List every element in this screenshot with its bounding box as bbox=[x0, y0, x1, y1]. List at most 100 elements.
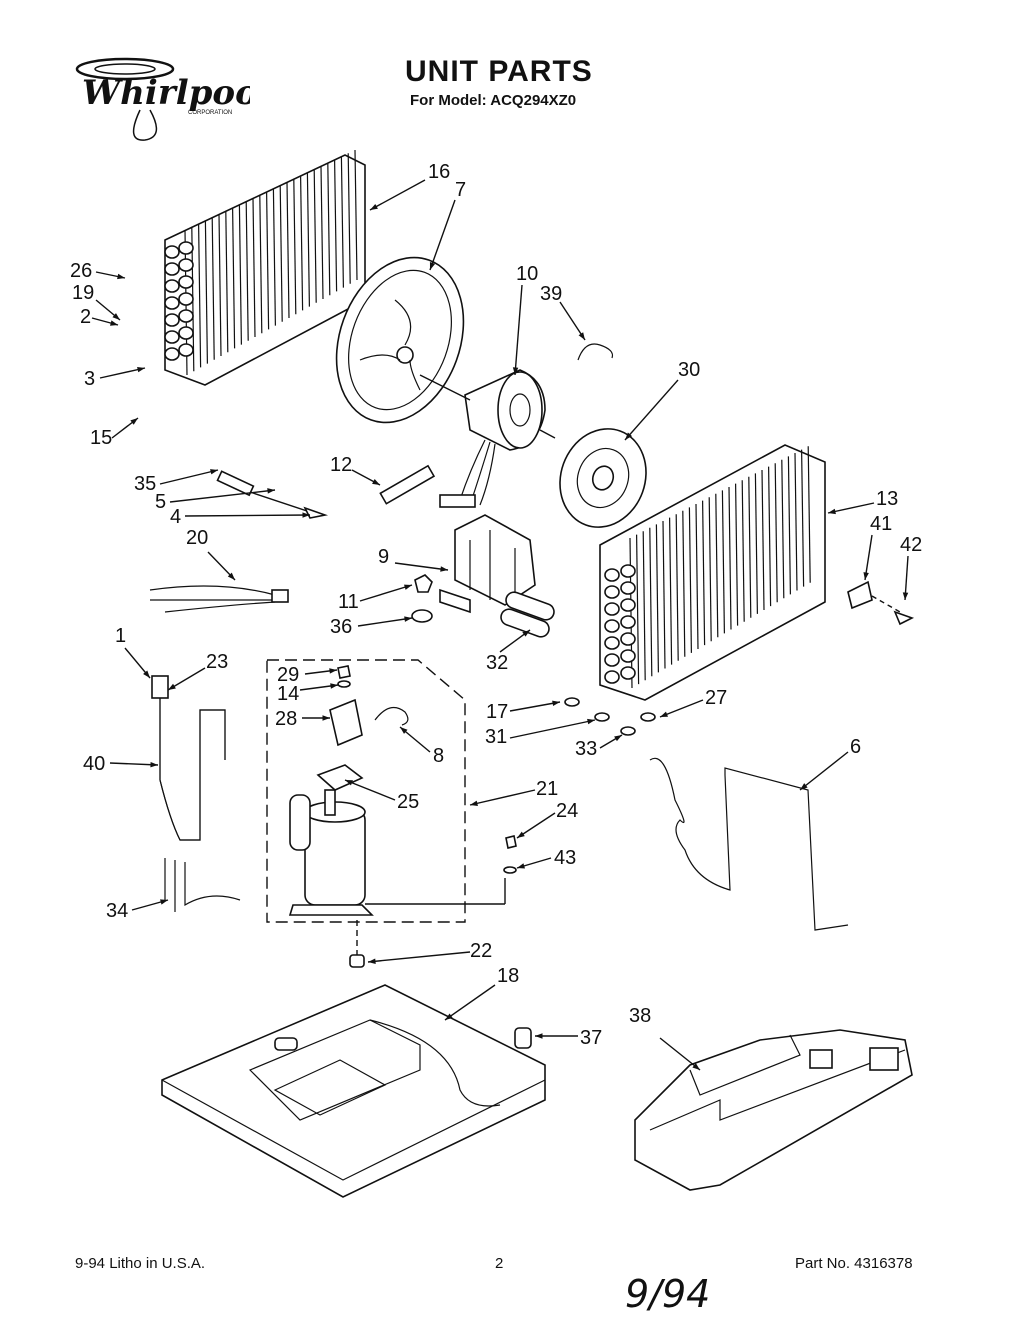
leader-arrow-31 bbox=[587, 718, 595, 725]
tube-6 bbox=[649, 757, 849, 931]
fan-motor bbox=[419, 369, 556, 508]
callout-15: 15 bbox=[90, 427, 112, 449]
leader-arrow-18 bbox=[445, 1013, 453, 1020]
leader-line-31 bbox=[509, 719, 596, 739]
nut-42 bbox=[893, 610, 915, 626]
callout-24: 24 bbox=[556, 800, 578, 822]
leader-arrow-5 bbox=[267, 488, 275, 494]
callout-1: 1 bbox=[115, 625, 126, 647]
leader-arrow-7 bbox=[429, 262, 436, 270]
callout-6: 6 bbox=[850, 736, 861, 758]
leader-line-27 bbox=[659, 699, 704, 718]
callout-8: 8 bbox=[433, 745, 444, 767]
leader-line-21 bbox=[469, 789, 536, 806]
leader-line-3 bbox=[99, 367, 146, 379]
compressor-kit-box bbox=[266, 659, 466, 923]
leader-arrow-28 bbox=[322, 715, 330, 721]
callout-9: 9 bbox=[378, 546, 389, 568]
footer-print-info: 9-94 Litho in U.S.A. bbox=[75, 1255, 206, 1272]
leader-arrow-16 bbox=[370, 203, 378, 210]
leader-arrow-10 bbox=[512, 367, 519, 375]
callout-10: 10 bbox=[516, 263, 538, 285]
footer-page-number: 2 bbox=[495, 1255, 504, 1272]
footer-part-number: Part No. 4316378 bbox=[795, 1255, 913, 1272]
clip-31 bbox=[594, 712, 610, 722]
leader-line-40 bbox=[109, 762, 159, 766]
leader-arrow-41 bbox=[863, 572, 869, 580]
callout-4: 4 bbox=[170, 506, 181, 528]
callout-28: 28 bbox=[275, 708, 297, 730]
leader-line-30 bbox=[624, 379, 679, 441]
clip-27 bbox=[640, 712, 656, 722]
callout-37: 37 bbox=[580, 1027, 602, 1049]
washer-14 bbox=[337, 680, 351, 688]
leader-arrow-12 bbox=[372, 479, 380, 485]
plug-37 bbox=[514, 1027, 532, 1049]
leader-arrow-6 bbox=[800, 783, 808, 790]
leader-arrow-11 bbox=[404, 584, 412, 590]
leader-arrow-27 bbox=[660, 711, 668, 717]
leader-line-25 bbox=[344, 779, 396, 801]
whirlpool-logo: Whirlpool CORPORATION bbox=[75, 57, 250, 141]
handwritten-date: 9/94 bbox=[625, 1272, 710, 1316]
leader-arrow-25 bbox=[345, 780, 353, 786]
clamp-36 bbox=[411, 609, 433, 623]
callout-42: 42 bbox=[900, 534, 922, 556]
leader-arrow-4 bbox=[302, 512, 310, 518]
leader-arrow-24 bbox=[517, 831, 525, 838]
logo-subtext: CORPORATION bbox=[188, 110, 232, 116]
leader-arrow-39 bbox=[578, 332, 585, 340]
leader-arrow-42 bbox=[902, 592, 909, 600]
leader-arrow-37 bbox=[535, 1033, 543, 1039]
leader-line-38 bbox=[659, 1037, 701, 1071]
leader-arrow-36 bbox=[404, 616, 412, 622]
leader-line-4 bbox=[184, 514, 311, 517]
leader-line-24 bbox=[516, 812, 556, 839]
tube-assembly-40 bbox=[151, 675, 226, 841]
callout-26: 26 bbox=[70, 260, 92, 282]
nut-11 bbox=[414, 574, 433, 593]
callout-41: 41 bbox=[870, 513, 892, 535]
callout-36: 36 bbox=[330, 616, 352, 638]
tube-assembly-34 bbox=[164, 858, 241, 912]
callout-31: 31 bbox=[485, 726, 507, 748]
condenser-coil bbox=[164, 149, 366, 386]
leader-line-13 bbox=[827, 502, 875, 514]
callout-20: 20 bbox=[186, 527, 208, 549]
callout-12: 12 bbox=[330, 454, 352, 476]
clip-39 bbox=[577, 343, 614, 361]
leader-arrow-9 bbox=[440, 566, 448, 572]
leader-line-22 bbox=[367, 951, 471, 963]
leader-arrow-13 bbox=[828, 508, 836, 515]
callout-3: 3 bbox=[84, 368, 95, 390]
callout-32: 32 bbox=[486, 652, 508, 674]
leader-arrow-38 bbox=[692, 1063, 700, 1070]
leader-arrow-1 bbox=[143, 670, 150, 678]
callout-33: 33 bbox=[575, 738, 597, 760]
leader-arrow-2 bbox=[110, 320, 118, 326]
leader-arrow-20 bbox=[227, 572, 235, 580]
leader-arrow-17 bbox=[552, 700, 560, 707]
callout-13: 13 bbox=[876, 488, 898, 510]
callout-25: 25 bbox=[397, 791, 419, 813]
callout-38: 38 bbox=[629, 1005, 651, 1027]
leader-arrow-34 bbox=[160, 899, 168, 905]
leader-line-5 bbox=[169, 489, 276, 503]
leader-arrow-32 bbox=[522, 630, 530, 637]
callout-27: 27 bbox=[705, 687, 727, 709]
motor-mount bbox=[439, 514, 536, 614]
callout-21: 21 bbox=[536, 778, 558, 800]
leader-arrow-23 bbox=[168, 683, 176, 690]
callout-29: 29 bbox=[277, 664, 299, 686]
leader-arrow-33 bbox=[614, 735, 622, 742]
compressor bbox=[288, 789, 374, 916]
leader-line-39 bbox=[559, 301, 586, 341]
callout-43: 43 bbox=[554, 847, 576, 869]
drain-pan bbox=[634, 1029, 913, 1191]
callout-5: 5 bbox=[155, 491, 166, 513]
callout-35: 35 bbox=[134, 473, 156, 495]
callout-19: 19 bbox=[72, 282, 94, 304]
logo-wordmark: Whirlpool bbox=[82, 73, 250, 113]
callout-39: 39 bbox=[540, 283, 562, 305]
callout-40: 40 bbox=[83, 753, 105, 775]
